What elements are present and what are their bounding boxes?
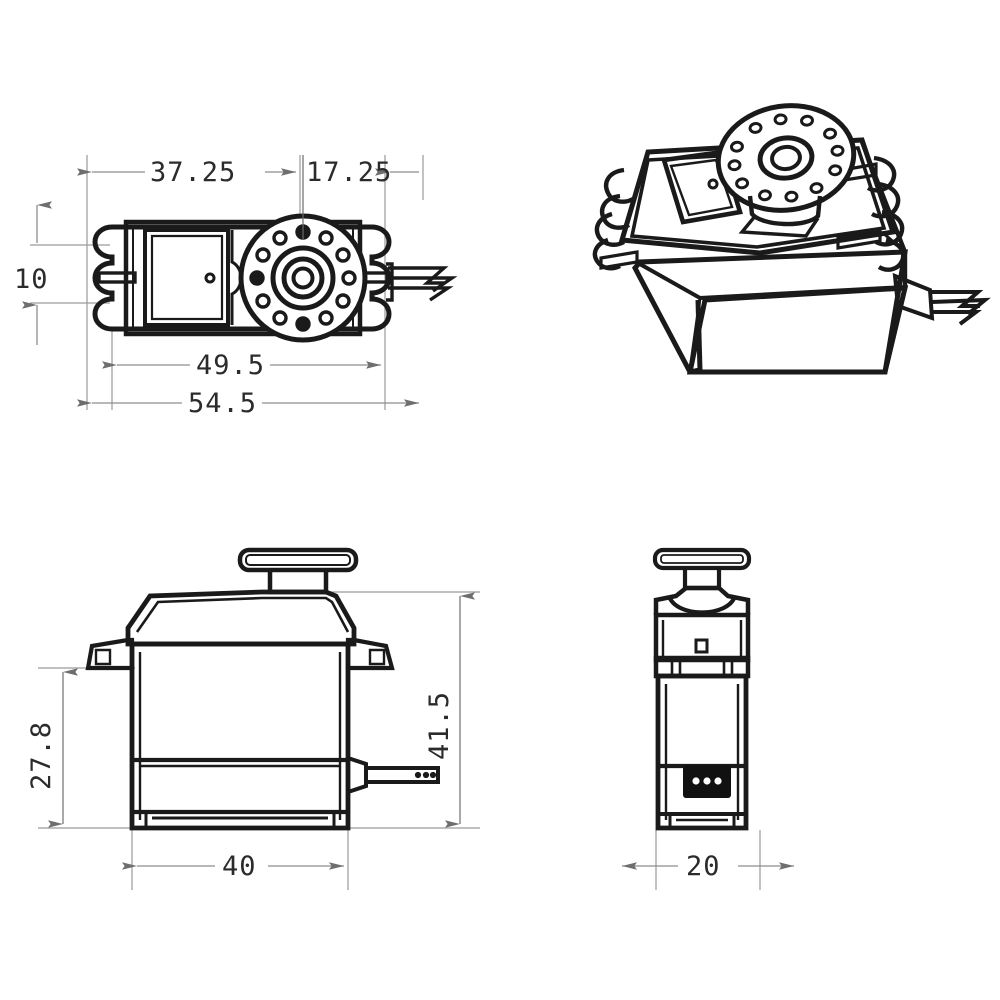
dimension-20: 20 <box>622 851 794 882</box>
dimension-label-54-5: 54.5 <box>188 388 257 419</box>
side-view-extension-lines <box>655 830 761 890</box>
dimension-27-8: 27.8 <box>26 668 78 828</box>
dimension-label-17-25: 17.25 <box>306 157 392 188</box>
isometric-output-horn <box>715 103 857 238</box>
top-view-output-horn <box>238 155 368 343</box>
dimension-54-5: 54.5 <box>77 388 419 419</box>
isometric-cable <box>892 272 991 326</box>
dimension-40: 40 <box>122 851 344 882</box>
dimension-label-10: 10 <box>14 264 49 295</box>
dimension-label-41-5: 41.5 <box>424 691 455 760</box>
dimension-label-49-5: 49.5 <box>196 350 265 381</box>
front-view-body <box>85 547 395 831</box>
top-view-cable <box>386 262 458 302</box>
dimension-37-25: 37.25 <box>77 157 296 188</box>
dimension-49-5: 49.5 <box>102 350 381 381</box>
dimension-label-20: 20 <box>686 851 721 882</box>
dimension-label-40: 40 <box>222 851 257 882</box>
dimension-17-25: 17.25 <box>306 157 419 188</box>
top-view-body <box>92 219 392 337</box>
dimension-label-27-8: 27.8 <box>26 721 57 790</box>
side-view-connector <box>683 765 731 798</box>
side-view: 20 <box>622 547 794 890</box>
dimension-label-37-25: 37.25 <box>150 157 236 188</box>
dimension-10: 10 <box>14 201 52 345</box>
top-view: 37.25 17.25 10 49.5 54.5 <box>14 155 458 419</box>
dimension-41-5: 41.5 <box>424 592 475 828</box>
front-view-cable <box>347 756 440 794</box>
front-view: 27.8 41.5 40 <box>26 547 480 890</box>
isometric-view <box>592 103 991 375</box>
